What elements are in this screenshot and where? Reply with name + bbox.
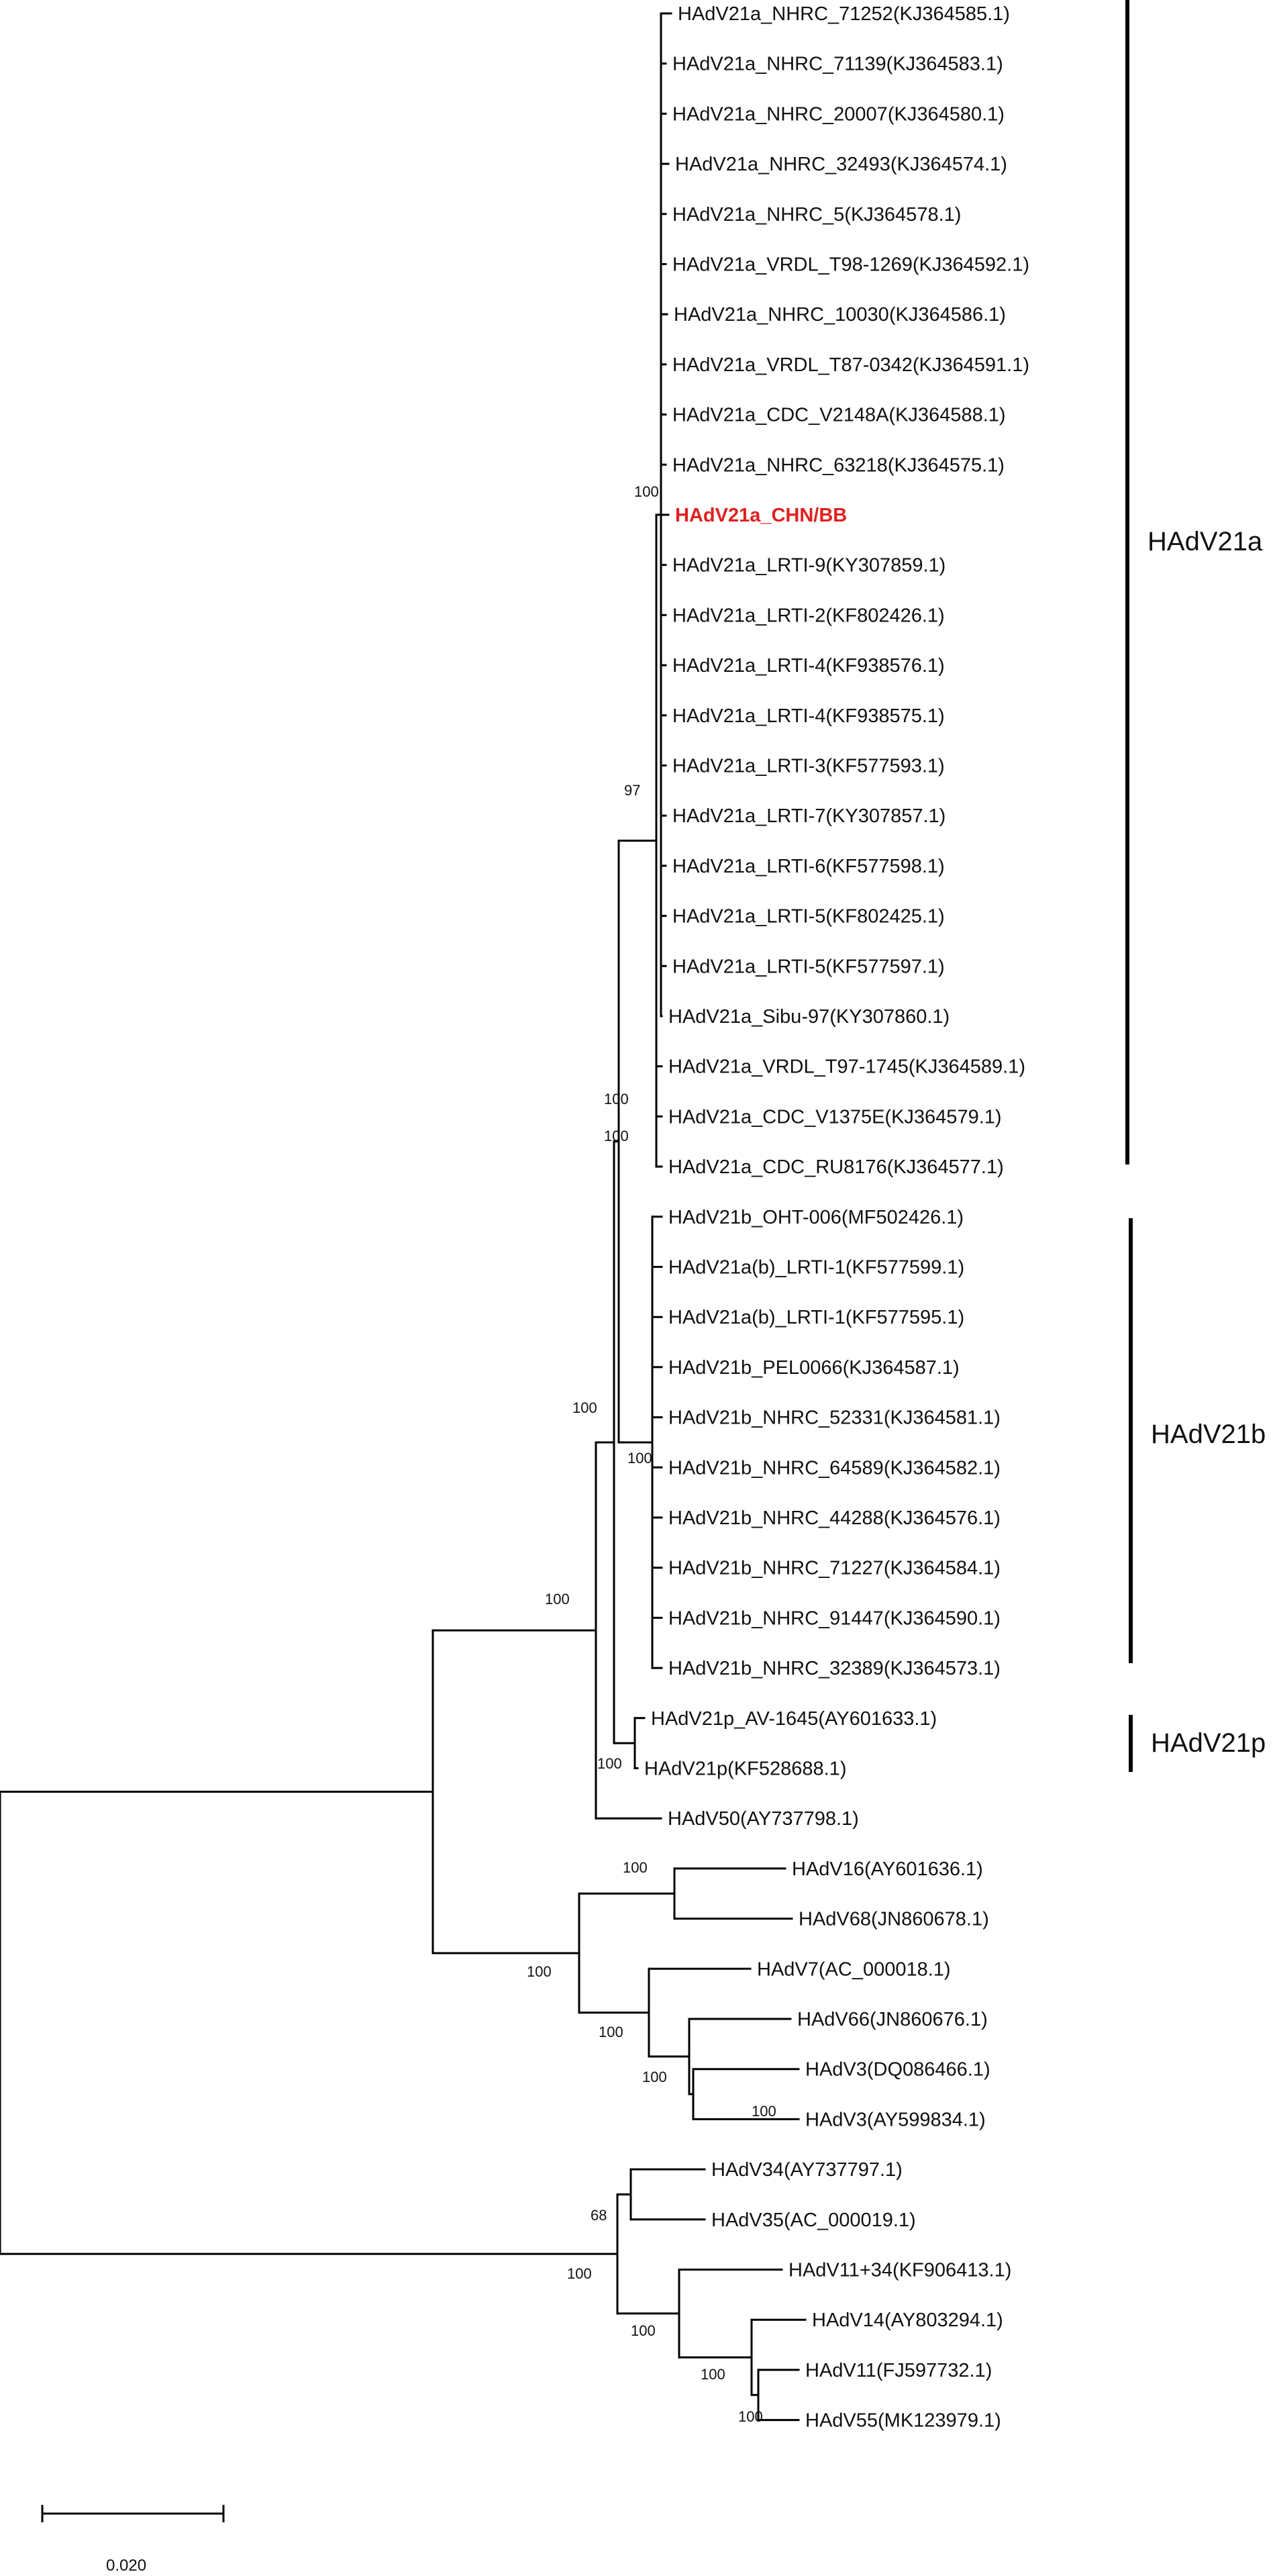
tip-label: HAdV11(FJ597732.1) [805, 2360, 992, 2381]
tip-label: HAdV34(AY737797.1) [711, 2159, 903, 2181]
tip-label: HAdV50(AY737798.1) [668, 1808, 859, 1830]
bootstrap-value: 100 [545, 1591, 570, 1607]
clade-label: HAdV21b [1151, 1420, 1266, 1449]
tip-label: HAdV21a_LRTI-4(KF938576.1) [672, 655, 945, 677]
tip-label: HAdV21a_LRTI-6(KF577598.1) [672, 856, 945, 877]
bootstrap-value: 100 [623, 1859, 648, 1876]
tip-label: HAdV21a_NHRC_71139(KJ364583.1) [672, 54, 1003, 75]
tip-label: HAdV14(AY803294.1) [812, 2310, 1003, 2331]
tip-label: HAdV68(JN860678.1) [799, 1909, 989, 1930]
clade-label: HAdV21a [1148, 527, 1263, 556]
clade-label: HAdV21p [1151, 1728, 1266, 1758]
tip-label: HAdV21a_VRDL_T97-1745(KJ364589.1) [668, 1056, 1025, 1078]
tip-label: HAdV21a_NHRC_71252(KJ364585.1) [678, 3, 1010, 25]
bootstrap-value: 100 [701, 2366, 725, 2383]
bootstrap-value: 100 [567, 2265, 592, 2282]
tip-label: HAdV21a_LRTI-3(KF577593.1) [672, 756, 945, 777]
bootstrap-labels: 100 97 100 100 100 100 100 100 100 100 100 100 100 68… [527, 483, 776, 2425]
tip-label: HAdV21a_CDC_V2148A(KJ364588.1) [672, 405, 1006, 426]
tip-label: HAdV21p(KF528688.1) [644, 1758, 846, 1780]
tip-label: HAdV21b_NHRC_32389(KJ364573.1) [668, 1658, 1001, 1679]
tip-label: HAdV16(AY601636.1) [792, 1859, 983, 1880]
tip-label: HAdV3(AY599834.1) [805, 2109, 986, 2130]
tip-label: HAdV21a_VRDL_T98-1269(KJ364592.1) [672, 254, 1029, 276]
tip-label: HAdV21a_NHRC_63218(KJ364575.1) [672, 454, 1005, 476]
tip-label: HAdV21a_NHRC_32493(KJ364574.1) [675, 154, 1007, 175]
tip-labels: HAdV21a_NHRC_71252(KJ364585.1) HAdV21a_NH… [644, 3, 1029, 2432]
tip-label: HAdV21b_OHT-006(MF502426.1) [668, 1207, 964, 1228]
tree-branches [0, 12, 807, 2422]
bootstrap-value: 68 [591, 2207, 607, 2224]
tip-label: HAdV21a_LRTI-9(KY307859.1) [672, 555, 946, 577]
bootstrap-value: 100 [627, 1450, 652, 1467]
bootstrap-value: 100 [599, 2024, 623, 2040]
tip-label: HAdV55(MK123979.1) [805, 2410, 1001, 2432]
tip-label: HAdV3(DQ086466.1) [805, 2059, 990, 2081]
tip-label: HAdV21b_NHRC_64589(KJ364582.1) [668, 1457, 1001, 1479]
tip-label: HAdV21a_LRTI-4(KF938575.1) [672, 705, 945, 727]
tip-label: HAdV66(JN860676.1) [797, 2009, 988, 2030]
tip-label: HAdV21b_NHRC_71227(KJ364584.1) [668, 1558, 1001, 1579]
bootstrap-value: 97 [624, 782, 640, 799]
bootstrap-value: 100 [631, 2322, 656, 2339]
tip-label: HAdV21a_LRTI-5(KF577597.1) [672, 956, 945, 977]
scale-bar: 0.020 [41, 2505, 225, 2575]
tip-label: HAdV21a_Sibu-97(KY307860.1) [668, 1006, 950, 1028]
bootstrap-value: 100 [752, 2103, 776, 2120]
tip-label: HAdV21a(b)_LRTI-1(KF577595.1) [668, 1307, 964, 1328]
bootstrap-value: 100 [634, 483, 659, 500]
tip-label: HAdV21a_CDC_RU8176(KJ364577.1) [668, 1156, 1004, 1178]
tip-label: HAdV21b_PEL0066(KJ364587.1) [668, 1357, 960, 1379]
tip-label: HAdV21b_NHRC_91447(KJ364590.1) [668, 1607, 1001, 1629]
tip-label: HAdV21a(b)_LRTI-1(KF577599.1) [668, 1257, 964, 1279]
tip-label: HAdV21a_NHRC_20007(KJ364580.1) [672, 103, 1005, 125]
tip-label: HAdV21a_NHRC_10030(KJ364586.1) [674, 304, 1006, 326]
tip-label: HAdV21p_AV-1645(AY601633.1) [651, 1708, 937, 1730]
bootstrap-value: 100 [604, 1091, 629, 1107]
tip-label: HAdV21a_NHRC_5(KJ364578.1) [672, 204, 961, 226]
tip-label: HAdV21a_LRTI-7(KY307857.1) [672, 805, 946, 827]
tip-label-highlighted: HAdV21a_CHN/BB [675, 505, 847, 526]
bootstrap-value: 100 [527, 1963, 552, 1980]
tip-label: HAdV11+34(KF906413.1) [788, 2260, 1011, 2281]
bootstrap-value: 100 [597, 1755, 622, 1772]
tip-label: HAdV21a_LRTI-2(KF802426.1) [672, 605, 945, 626]
tip-label: HAdV21b_NHRC_44288(KJ364576.1) [668, 1507, 1001, 1529]
tip-label: HAdV21a_LRTI-5(KF802425.1) [672, 906, 945, 928]
bootstrap-value: 100 [738, 2408, 763, 2425]
tip-label: HAdV7(AC_000018.1) [757, 1959, 951, 1980]
tip-label: HAdV21a_CDC_V1375E(KJ364579.1) [668, 1106, 1002, 1128]
bootstrap-value: 100 [572, 1399, 597, 1416]
scale-bar-label: 0.020 [106, 2557, 146, 2575]
tip-label: HAdV21a_VRDL_T87-0342(KJ364591.1) [672, 354, 1029, 376]
bootstrap-value: 100 [604, 1128, 629, 1144]
tip-label: HAdV21b_NHRC_52331(KJ364581.1) [668, 1407, 1001, 1429]
bootstrap-value: 100 [642, 2069, 667, 2085]
tip-label: HAdV35(AC_000019.1) [711, 2210, 916, 2231]
